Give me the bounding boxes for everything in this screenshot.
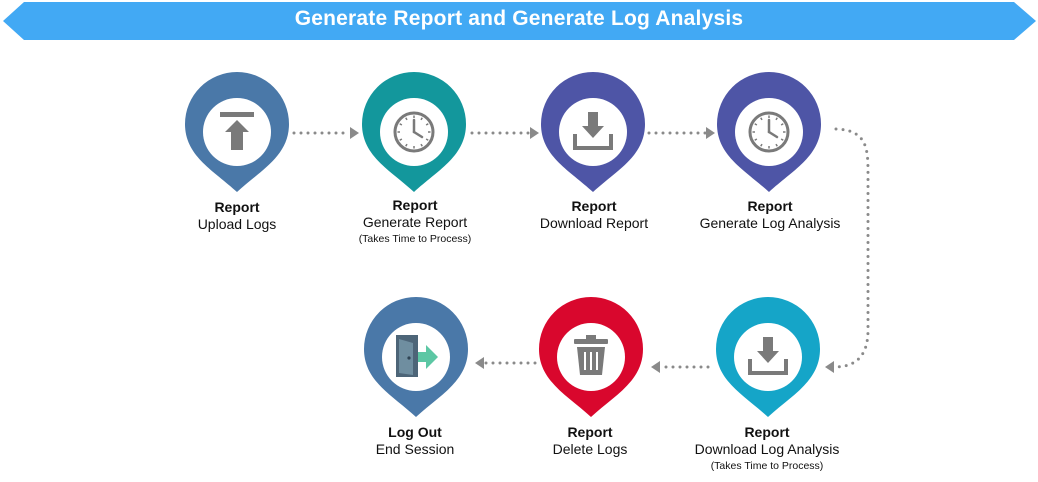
step-2-note: (Takes Time to Process) <box>358 233 472 245</box>
step-pin-7 <box>364 296 468 417</box>
logout-icon <box>396 335 438 377</box>
step-label-delete-logs: Report Delete Logs <box>480 424 700 458</box>
step-label-download-report: Report Download Report <box>484 198 704 232</box>
step-6-subtitle: Delete Logs <box>552 441 628 457</box>
trash-icon <box>574 335 608 375</box>
step-6-title: Report <box>567 424 613 440</box>
step-5-note: (Takes Time to Process) <box>710 460 824 472</box>
diagram-title: Generate Report and Generate Log Analysi… <box>294 7 744 30</box>
step-label-generate-report: Report Generate Report (Takes Time to Pr… <box>305 197 525 247</box>
step-pin-1 <box>185 72 289 192</box>
arrow-right-icon <box>530 127 539 139</box>
arrow-left-icon <box>475 357 484 369</box>
download-icon <box>573 112 613 150</box>
step-label-log-out: Log Out End Session <box>305 424 525 458</box>
step-label-upload-logs: Report Upload Logs <box>127 199 347 233</box>
pins <box>185 72 821 417</box>
connectors <box>292 127 870 373</box>
clock-icon <box>748 111 790 153</box>
arrow-left-icon <box>651 361 660 373</box>
arrow-left-icon <box>825 361 834 373</box>
step-4-title: Report <box>747 198 793 214</box>
step-label-download-log-analysis: Report Download Log Analysis (Takes Time… <box>657 424 877 474</box>
step-pin-3 <box>541 72 645 192</box>
step-3-subtitle: Download Report <box>539 215 649 231</box>
step-label-generate-log-analysis: Report Generate Log Analysis <box>660 198 880 232</box>
download-icon <box>748 337 788 375</box>
step-7-title: Log Out <box>388 424 442 440</box>
step-2-title: Report <box>392 197 438 213</box>
step-1-subtitle: Upload Logs <box>197 216 277 232</box>
step-pin-4 <box>717 72 821 192</box>
step-pin-6 <box>539 297 643 417</box>
connector-4-5 <box>832 127 870 369</box>
title-banner <box>3 2 1036 40</box>
step-3-title: Report <box>571 198 617 214</box>
step-1-title: Report <box>214 199 260 215</box>
step-5-subtitle: Download Log Analysis <box>694 441 840 457</box>
step-2-subtitle: Generate Report <box>362 214 468 230</box>
step-4-subtitle: Generate Log Analysis <box>699 215 841 231</box>
step-5-title: Report <box>744 424 790 440</box>
upload-icon <box>220 112 254 150</box>
step-7-subtitle: End Session <box>375 441 455 457</box>
arrow-right-icon <box>350 127 359 139</box>
step-pin-2 <box>362 72 466 192</box>
clock-icon <box>393 111 435 153</box>
step-pin-5 <box>716 297 820 417</box>
arrow-right-icon <box>706 127 715 139</box>
